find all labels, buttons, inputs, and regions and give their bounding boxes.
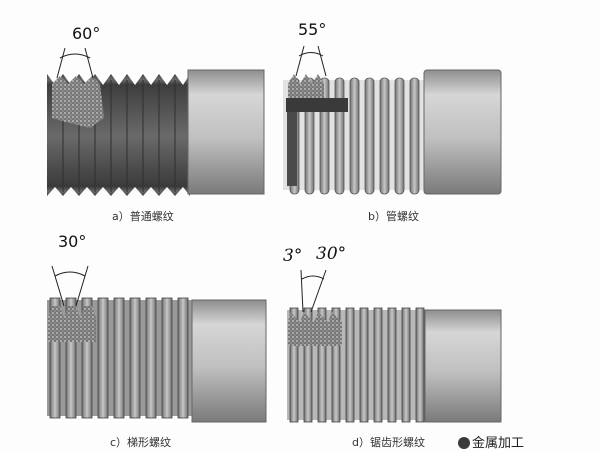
panel-a-angle-label: 60° [72, 24, 101, 43]
panel-c-thread [47, 265, 267, 423]
panel-d-caption: d）锯齿形螺纹 [352, 436, 425, 449]
panel-b-angle-label: 55° [298, 20, 327, 39]
panel-b-caption: b）管螺纹 [368, 210, 419, 223]
watermark-text: 金属加工 [472, 436, 525, 451]
panel-a-thread [47, 47, 265, 196]
panel-d-angle-small-label: 3° [283, 246, 303, 266]
panel-d-thread [287, 269, 502, 423]
wechat-logo-icon [458, 437, 470, 449]
panel-c-caption: c）梯形螺纹 [110, 436, 172, 449]
panel-a-caption: a）普通螺纹 [112, 210, 174, 223]
panel-d-angle-large-label: 30° [316, 244, 347, 264]
watermark: 金属加工 [452, 432, 524, 451]
panel-b-thread [283, 45, 502, 195]
panel-c-angle-label: 30° [58, 232, 87, 251]
